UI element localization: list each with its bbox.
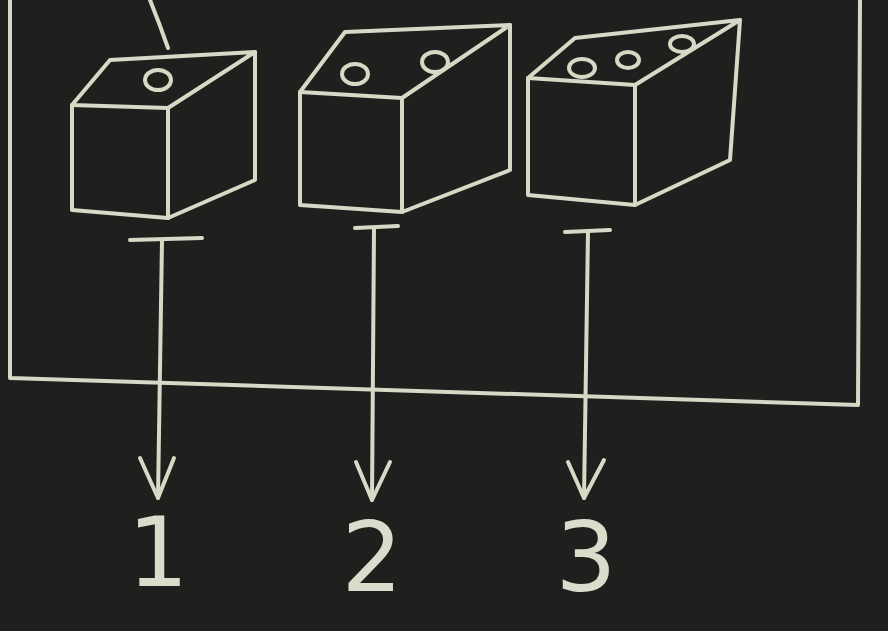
output-number: 1 bbox=[127, 505, 188, 601]
die-three bbox=[528, 20, 740, 205]
wire bbox=[150, 0, 168, 48]
die-two bbox=[300, 25, 510, 212]
die-one bbox=[72, 52, 255, 218]
output-number: 2 bbox=[341, 510, 402, 606]
enclosure bbox=[10, 0, 860, 405]
output-number: 3 bbox=[555, 510, 616, 606]
output-arrows bbox=[130, 226, 610, 500]
